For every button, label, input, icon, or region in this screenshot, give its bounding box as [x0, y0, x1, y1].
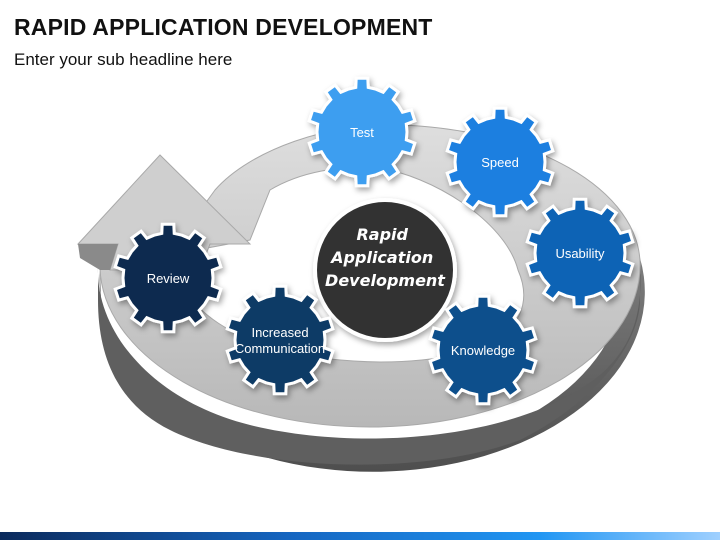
center-label-line-1: Rapid [356, 225, 408, 244]
footer-bar [0, 532, 720, 540]
center-circle [313, 198, 457, 342]
gear-test-shape [307, 76, 417, 188]
gear-review-label-line-1: Review [147, 271, 190, 286]
page-subtitle: Enter your sub headline here [14, 50, 233, 69]
gear-test-label: Test [350, 125, 374, 140]
gear-increased-communication-label-line-2: Communication [235, 341, 325, 356]
gear-test-label-line-1: Test [350, 125, 374, 140]
gear-speed-label: Speed [481, 155, 519, 170]
gear-speed: Speed [445, 106, 555, 218]
gear-usability-shape [525, 197, 635, 309]
arrow-head-side [78, 244, 118, 270]
gear-knowledge: Knowledge [428, 294, 538, 406]
center-label: Rapid Application Development [325, 225, 446, 290]
gear-review-shape [113, 222, 223, 334]
gear-knowledge-label: Knowledge [451, 343, 515, 358]
center-label-line-2: Application [329, 248, 433, 267]
gear-review: Review [113, 222, 223, 334]
gear-usability-label: Usability [555, 246, 605, 261]
gear-review-label: Review [147, 271, 190, 286]
gear-usability-label-line-1: Usability [555, 246, 605, 261]
gear-test: Test [307, 76, 417, 188]
gear-increased-communication-label-line-1: Increased [251, 325, 308, 340]
gear-knowledge-shape [428, 294, 538, 406]
gear-usability: Usability [525, 197, 635, 309]
gear-increased-communication-shape [225, 284, 335, 396]
gear-speed-label-line-1: Speed [481, 155, 519, 170]
gear-knowledge-label-line-1: Knowledge [451, 343, 515, 358]
center-label-line-3: Development [325, 271, 446, 290]
page-title: RAPID APPLICATION DEVELOPMENT [14, 14, 433, 40]
gear-speed-shape [445, 106, 555, 218]
